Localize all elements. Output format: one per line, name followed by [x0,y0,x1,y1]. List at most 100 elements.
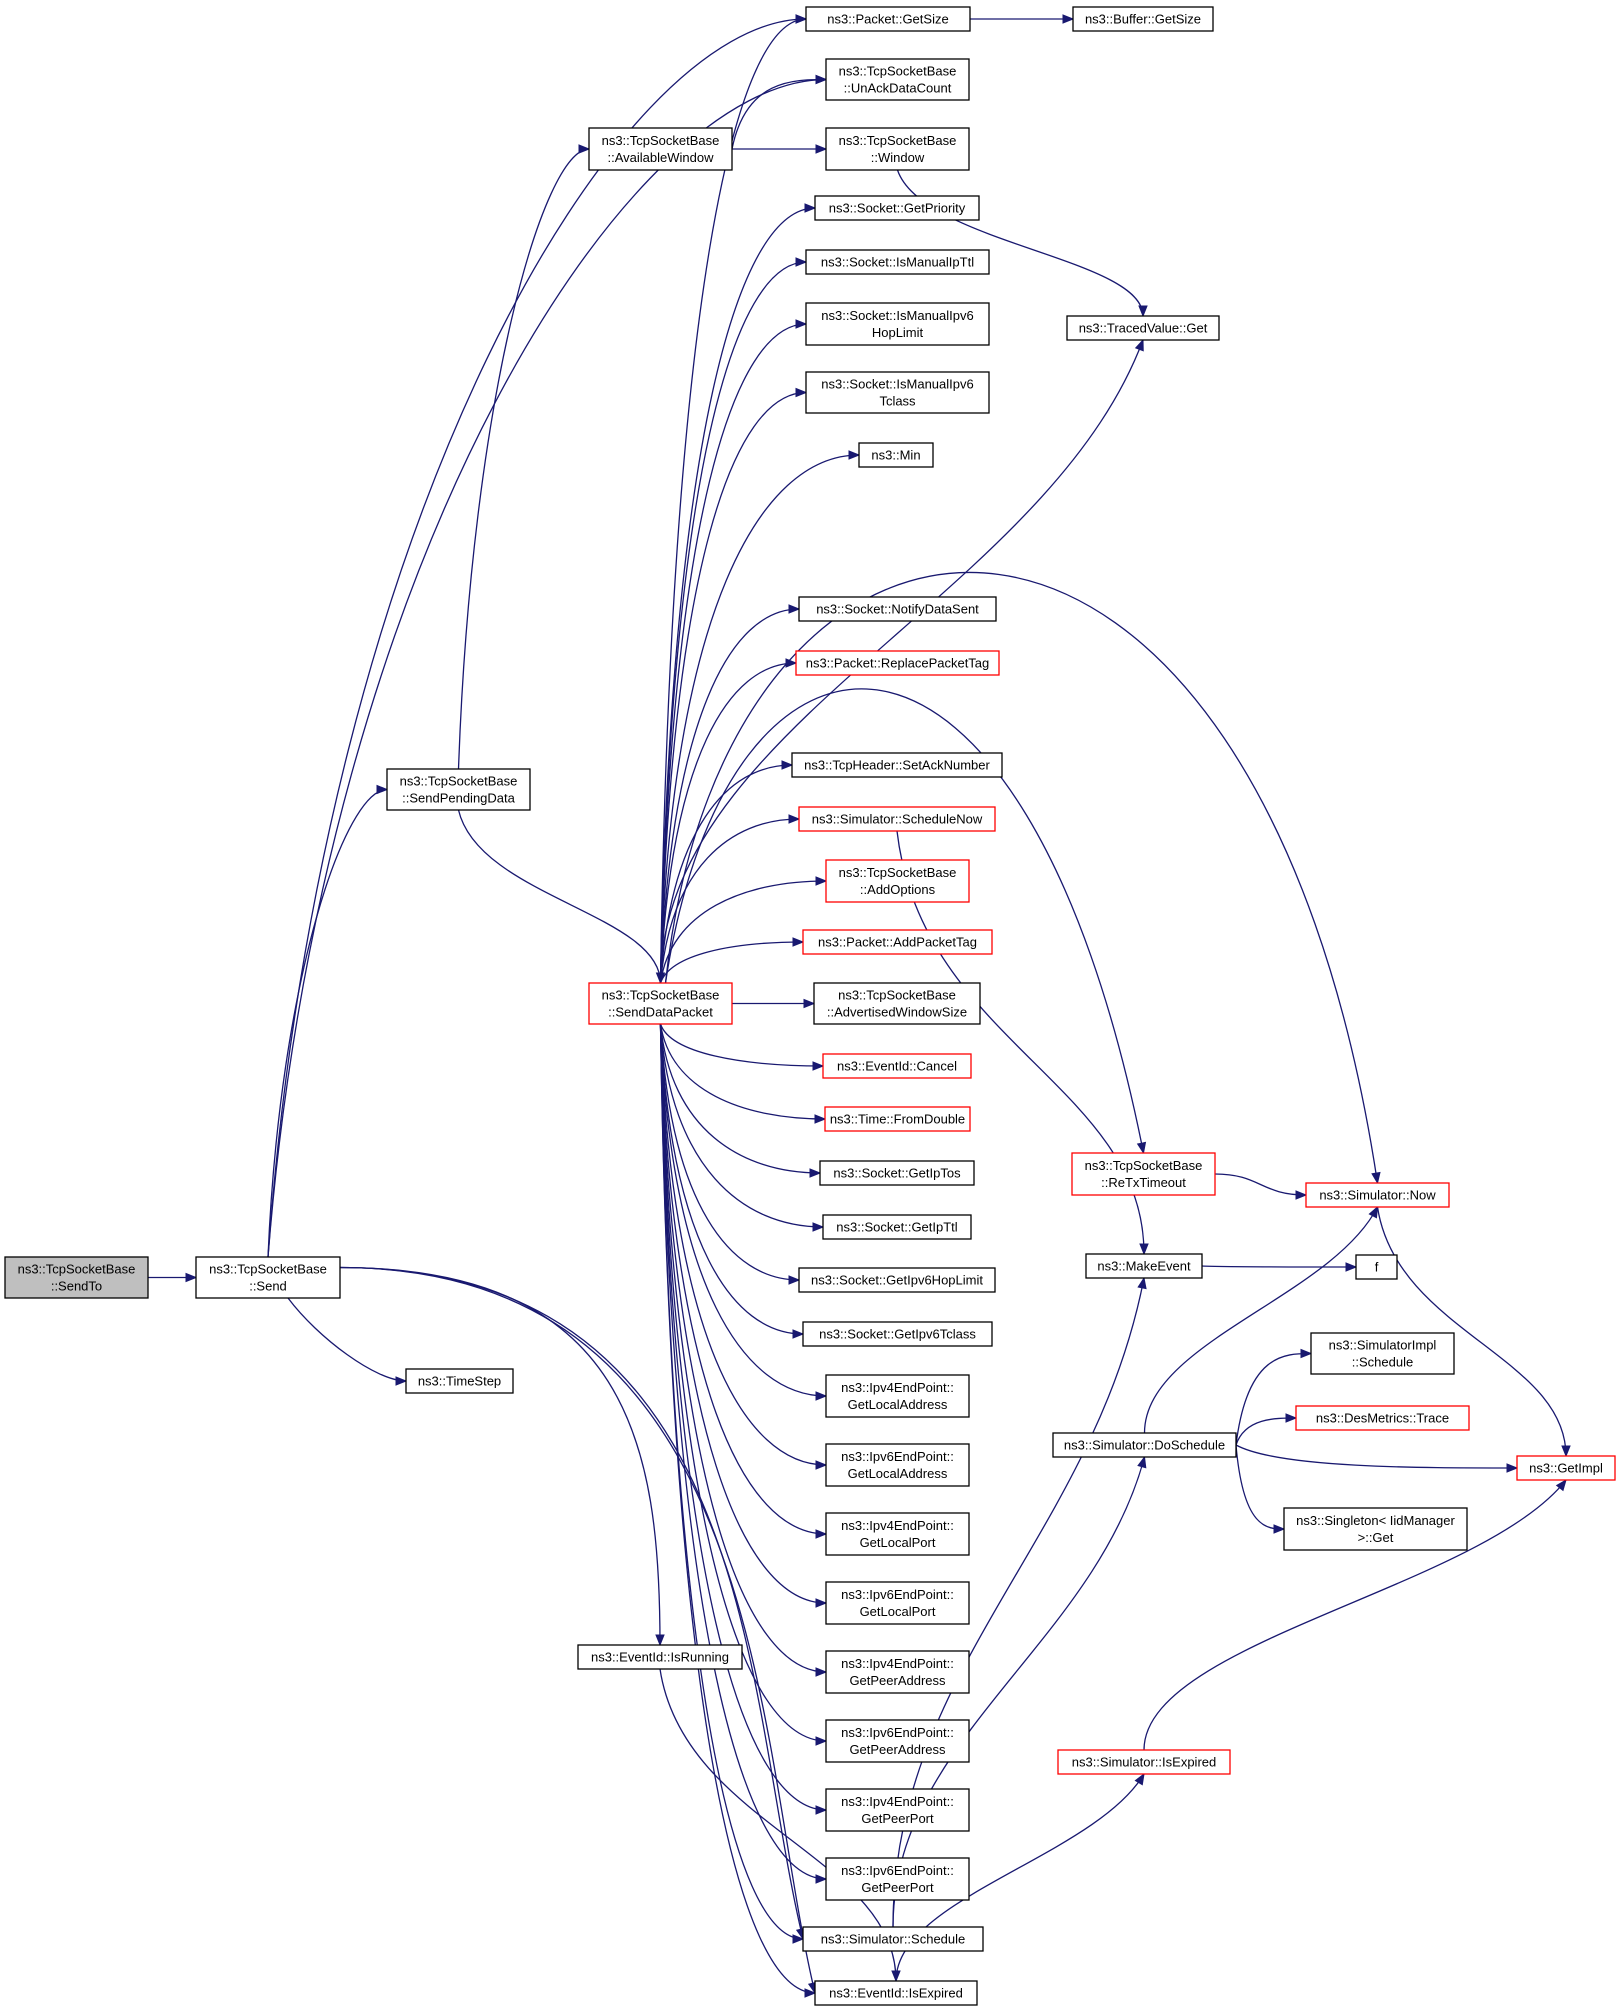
node-min[interactable]: ns3::Min [858,442,934,468]
arrowhead [788,604,801,614]
node-singleton[interactable]: ns3::Singleton< IidManager >::Get [1283,1507,1468,1551]
node-label: ns3::Ipv4EndPoint:: [841,1380,954,1395]
arrowhead [795,14,808,24]
node-sendpending[interactable]: ns3::TcpSocketBase::SendPendingData [386,768,531,811]
node-sendto[interactable]: ns3::TcpSocketBase::SendTo [4,1256,149,1299]
node-box [1072,6,1214,32]
node-v6localport[interactable]: ns3::Ipv6EndPoint::GetLocalPort [825,1581,970,1625]
arrowhead [1555,1478,1567,1492]
node-v6peeraddr[interactable]: ns3::Ipv6EndPoint::GetPeerAddress [825,1719,970,1763]
call-edge-senddatapkt-to-fromdouble [659,1023,827,1124]
node-advwin[interactable]: ns3::TcpSocketBase::AdvertisedWindowSize [813,982,981,1025]
edge-line [1143,1479,1567,1751]
arrowhead [803,998,816,1009]
node-box [802,1321,993,1347]
node-desmetrics[interactable]: ns3::DesMetrics::Trace [1295,1405,1470,1431]
node-getipv6hop[interactable]: ns3::Socket::GetIpv6HopLimit [798,1267,996,1293]
node-v4localaddr[interactable]: ns3::Ipv4EndPoint::GetLocalAddress [825,1374,970,1418]
edge-line [659,1023,827,1604]
edge-line [659,1023,827,1466]
node-isrunning[interactable]: ns3::EventId::IsRunning [577,1644,743,1670]
edge-line [659,818,800,984]
node-timestep[interactable]: ns3::TimeStep [405,1368,514,1394]
node-retx[interactable]: ns3::TcpSocketBase::ReTxTimeout [1071,1152,1216,1196]
node-v6peerport[interactable]: ns3::Ipv6EndPoint::GetPeerPort [825,1857,970,1901]
node-notifysent[interactable]: ns3::Socket::NotifyDataSent [798,596,997,622]
call-edge-senddatapkt-to-addoptions [659,876,828,984]
node-label: ns3::Ipv4EndPoint:: [841,1518,954,1533]
call-edge-senddatapkt-to-v6localport [659,1023,828,1608]
call-edge-doschedule-to-singleton [1235,1444,1286,1534]
node-addtag[interactable]: ns3::Packet::AddPacketTag [802,929,993,955]
node-label: GetPeerAddress [849,1742,946,1757]
node-label: ns3::Socket::GetIpv6HopLimit [811,1273,983,1288]
node-label: ::Schedule [1352,1355,1413,1370]
node-label: >::Get [1358,1530,1394,1545]
node-v4localport[interactable]: ns3::Ipv4EndPoint::GetLocalPort [825,1512,970,1556]
node-v4peeraddr[interactable]: ns3::Ipv4EndPoint::GetPeerAddress [825,1650,970,1694]
node-send[interactable]: ns3::TcpSocketBase::Send [195,1256,341,1299]
call-edge-simisexpired-to-getimpl [1143,1478,1567,1751]
node-isexpired[interactable]: ns3::EventId::IsExpired [814,1980,978,2006]
node-setack[interactable]: ns3::TcpHeader::SetAckNumber [791,752,1003,778]
arrowhead [812,1222,825,1232]
node-label: ::AdvertisedWindowSize [827,1005,967,1020]
node-window[interactable]: ns3::TcpSocketBase::Window [825,127,970,171]
node-simschedule[interactable]: ns3::Simulator::Schedule [802,1926,984,1952]
node-simnow[interactable]: ns3::Simulator::Now [1305,1182,1450,1208]
call-edge-senddatapkt-to-schednow [659,814,801,984]
node-v6localaddr[interactable]: ns3::Ipv6EndPoint::GetLocalAddress [825,1443,970,1487]
node-box [825,1581,970,1625]
node-simimplsched[interactable]: ns3::SimulatorImpl::Schedule [1310,1332,1455,1375]
node-label: ns3::Simulator::DoSchedule [1064,1438,1225,1453]
node-addoptions[interactable]: ns3::TcpSocketBase::AddOptions [825,859,970,903]
edge-line [659,1023,824,1228]
node-getipv6tclass[interactable]: ns3::Socket::GetIpv6Tclass [802,1321,993,1347]
arrowhead [788,814,801,824]
call-edge-senddatapkt-to-simschedule [659,1023,805,1944]
call-edge-senddatapkt-to-v4localaddr [659,1023,828,1401]
node-availwin[interactable]: ns3::TcpSocketBase::AvailableWindow [588,127,733,171]
node-getimpl[interactable]: ns3::GetImpl [1516,1455,1616,1481]
node-box [825,1443,970,1487]
call-edge-senddatapkt-to-getipv6hop [659,1023,801,1285]
node-schednow[interactable]: ns3::Simulator::ScheduleNow [798,806,996,832]
node-box [1295,1405,1470,1431]
node-doschedule[interactable]: ns3::Simulator::DoSchedule [1052,1432,1237,1458]
node-getipttl[interactable]: ns3::Socket::GetIpTtl [822,1214,972,1240]
node-bufgetsize[interactable]: ns3::Buffer::GetSize [1072,6,1214,32]
node-unack[interactable]: ns3::TcpSocketBase::UnAckDataCount [825,58,970,101]
node-box [1310,1332,1455,1375]
node-v4peerport[interactable]: ns3::Ipv4EndPoint::GetPeerPort [825,1788,970,1832]
node-label: ::SendPendingData [402,791,516,806]
node-getsize[interactable]: ns3::Packet::GetSize [805,6,971,32]
node-f[interactable]: f [1355,1254,1398,1280]
call-edge-makeevent-to-f [1201,1262,1358,1272]
node-getiptos[interactable]: ns3::Socket::GetIpTos [819,1160,975,1186]
node-label: GetLocalPort [860,1604,936,1619]
node-simisexpired[interactable]: ns3::Simulator::IsExpired [1057,1749,1231,1775]
edge-line [287,1297,407,1382]
node-ismanualipttl[interactable]: ns3::Socket::IsManualIpTtl [805,249,990,275]
arrowhead [848,450,861,460]
node-label: ns3::DesMetrics::Trace [1316,1411,1449,1426]
edge-line [659,764,793,984]
edge-line [659,1023,816,1994]
node-makeevent[interactable]: ns3::MakeEvent [1085,1253,1203,1279]
arrowhead [795,319,808,329]
arrowhead [1139,1243,1149,1256]
call-edge-senddatapkt-to-simnow [664,571,1381,1185]
call-edge-senddatapkt-to-v6peerport [659,1023,828,1884]
node-getpriority[interactable]: ns3::Socket::GetPriority [814,195,980,221]
node-senddatapkt[interactable]: ns3::TcpSocketBase::SendDataPacket [588,982,733,1025]
node-cancel[interactable]: ns3::EventId::Cancel [822,1053,972,1079]
arrowhead [815,1667,828,1677]
call-edge-send-to-getsize [267,14,808,1258]
node-fromdouble[interactable]: ns3::Time::FromDouble [824,1106,971,1132]
edge-line [659,1023,821,1174]
node-replacetag[interactable]: ns3::Packet::ReplacePacketTag [795,650,1000,676]
node-tracedget[interactable]: ns3::TracedValue::Get [1066,315,1220,341]
arrowhead [792,1934,805,1944]
